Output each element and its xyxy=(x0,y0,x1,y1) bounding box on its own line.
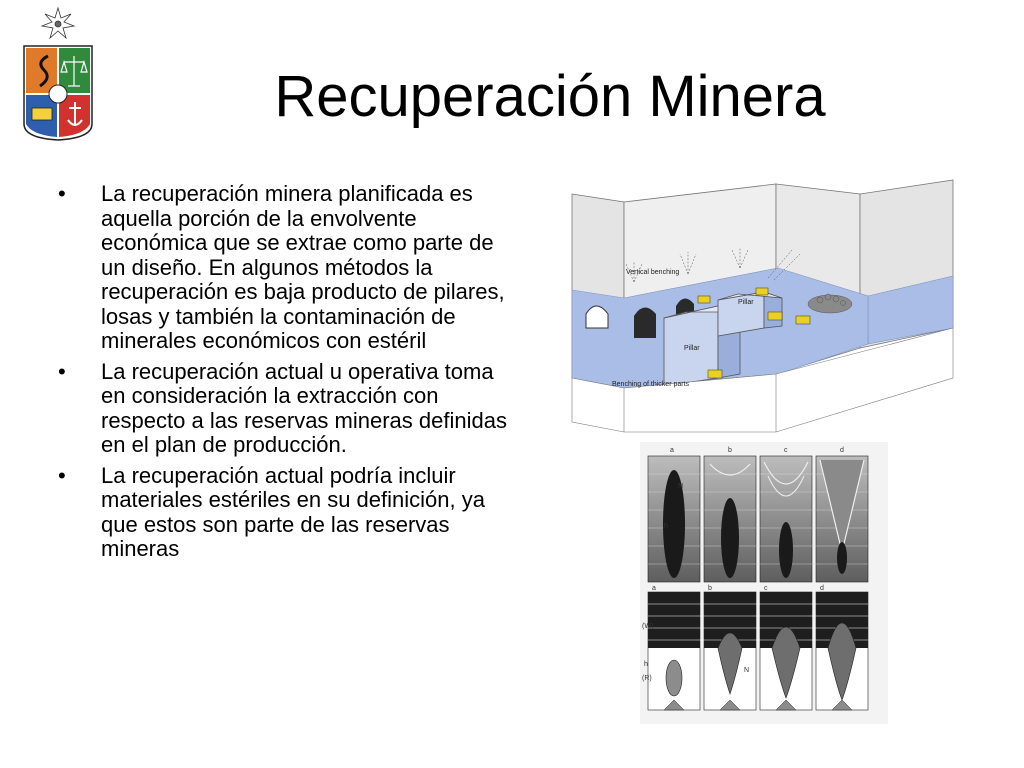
schematic-letter-d: d xyxy=(820,585,824,592)
bullet-marker: • xyxy=(58,358,66,384)
shield-quarter-orange xyxy=(26,48,57,93)
bullet-text: La recuperación actual u operativa toma … xyxy=(101,358,507,457)
photo-label-n: N xyxy=(678,483,683,490)
bullet-item-waste-inclusion: • La recuperación actual podría incluir … xyxy=(58,462,508,562)
photo-letter-b: b xyxy=(728,447,732,454)
photo-label-h: h xyxy=(664,523,668,530)
bullet-item-planned-recovery: • La recuperación minera planificada es … xyxy=(58,181,508,354)
schematic-label-w: (W) xyxy=(642,623,653,630)
drill-fans xyxy=(625,248,801,283)
rock-face xyxy=(571,327,954,433)
photo-letter-a: a xyxy=(670,447,674,454)
bullet-marker: • xyxy=(58,462,66,488)
serpent-icon xyxy=(39,54,49,88)
shield-icon xyxy=(23,45,93,141)
schematic-label-n: N xyxy=(744,667,749,674)
broken-ore-pile xyxy=(807,293,853,314)
photo-letter-d: d xyxy=(840,447,844,454)
label-pillar-bottom: Pillar xyxy=(684,345,700,352)
book-icon xyxy=(31,107,53,121)
draw-zone-figure: a b c d N h xyxy=(640,442,888,724)
schematic-label-h: h xyxy=(644,661,648,668)
schematic-label-r: (R) xyxy=(642,675,652,682)
center-medallion-icon xyxy=(48,84,68,104)
anchor-icon xyxy=(67,102,83,126)
bullet-text: La recuperación actual podría incluir ma… xyxy=(101,462,485,561)
scales-icon xyxy=(60,56,88,87)
schematic-letter-a: a xyxy=(652,585,656,592)
star-crest-icon xyxy=(40,6,76,40)
bullet-item-operational-recovery: • La recuperación actual u operativa tom… xyxy=(58,358,508,458)
mining-vehicle-icons xyxy=(697,287,811,379)
label-vertical-benching: Vertical benching xyxy=(626,269,679,276)
slide-title: Recuperación Minera xyxy=(274,64,826,129)
schematic-panels-row: a b c d (W) (R) N h xyxy=(642,585,869,711)
bullet-text: La recuperación minera planificada es aq… xyxy=(101,181,505,353)
mining-method-diagram: Vertical benching Pillar Pillar Benching… xyxy=(571,179,954,433)
schematic-letter-b: b xyxy=(708,585,712,592)
label-pillar-top: Pillar xyxy=(738,299,754,306)
bullet-marker: • xyxy=(58,181,66,206)
schematic-letter-c: c xyxy=(764,585,768,592)
bullet-list: • La recuperación minera planificada es … xyxy=(58,181,508,568)
label-benching-thicker-parts: Benching of thicker parts xyxy=(612,381,690,388)
photo-letter-c: c xyxy=(784,447,788,454)
photo-panels-row: a b c d N h xyxy=(647,447,869,583)
university-crest-logo xyxy=(23,6,93,141)
